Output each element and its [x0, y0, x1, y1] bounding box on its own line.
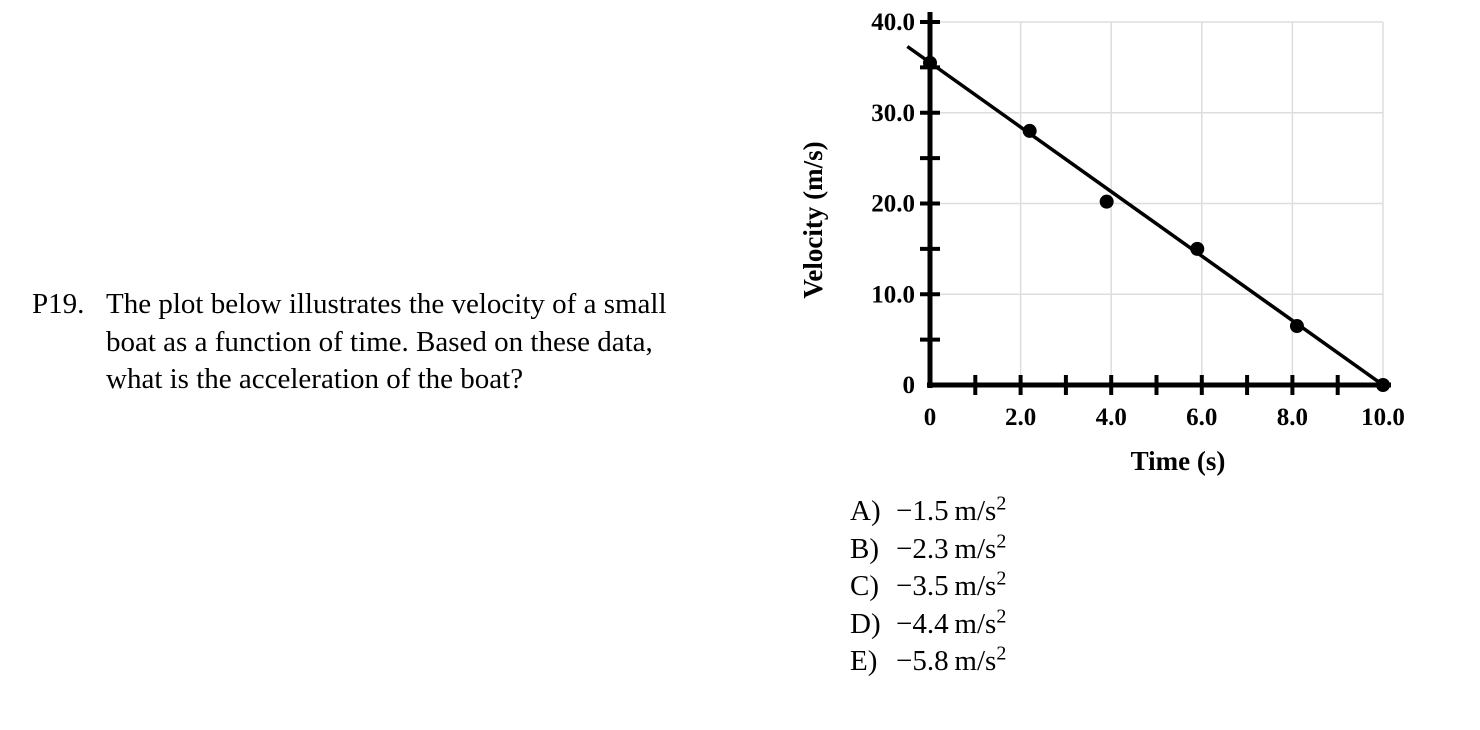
choice-letter: D) — [850, 607, 881, 640]
x-tick-label: 6.0 — [1186, 404, 1217, 431]
answer-choice: B) −2.3 m/s2 — [850, 531, 1006, 569]
data-point — [1022, 123, 1037, 138]
problem-text: The plot below illustrates the velocity … — [106, 288, 667, 395]
choice-unit: m/s — [954, 532, 997, 565]
best-fit-line-group — [906, 45, 1385, 387]
choice-unit-exponent: 2 — [996, 567, 1007, 590]
choice-unit-exponent: 2 — [996, 642, 1007, 665]
y-tick-label: 0 — [903, 372, 916, 399]
choice-value: −4.4 — [896, 607, 949, 640]
y-tick-label: 20.0 — [871, 191, 915, 218]
x-tick-label: 8.0 — [1277, 404, 1308, 431]
y-axis-label: Velocity (m/s) — [798, 141, 828, 298]
answer-choice: A) −1.5 m/s2 — [850, 493, 1006, 531]
data-point — [1099, 194, 1114, 209]
choice-letter: A) — [850, 495, 881, 527]
x-tick-label: 10.0 — [1361, 404, 1405, 431]
choice-value: −5.8 — [896, 645, 949, 677]
data-point — [1376, 378, 1390, 392]
problem-statement: P19. The plot below illustrates the velo… — [32, 286, 732, 399]
choice-value: −2.3 — [896, 532, 949, 565]
data-points — [923, 55, 1390, 392]
data-point — [923, 55, 937, 70]
chart-grid — [930, 21, 1384, 385]
y-tick-label: 30.0 — [871, 100, 915, 127]
choice-letter: C) — [850, 570, 879, 602]
data-point — [1190, 241, 1205, 256]
choice-unit-exponent: 2 — [996, 529, 1007, 552]
choice-value: −3.5 — [896, 570, 949, 602]
problem-number: P19. — [32, 288, 85, 320]
choice-unit-exponent: 2 — [996, 604, 1007, 627]
data-point — [1289, 319, 1304, 334]
best-fit-line — [906, 45, 1385, 387]
choice-value: −1.5 — [896, 495, 949, 527]
answer-choice: C) −3.5 m/s2 — [850, 568, 1006, 606]
y-tick-label: 10.0 — [871, 281, 915, 308]
choice-unit: m/s — [954, 645, 997, 677]
choice-unit: m/s — [954, 607, 997, 640]
x-tick-label: 2.0 — [1005, 404, 1036, 431]
y-tick-label: 40.0 — [871, 9, 915, 36]
answer-choice: D) −4.4 m/s2 — [850, 606, 1006, 644]
choice-letter: B) — [850, 532, 879, 565]
chart-axes — [927, 12, 1391, 388]
answer-choice: E) −5.8 m/s2 — [850, 643, 1006, 681]
choice-unit-exponent: 2 — [996, 492, 1007, 515]
x-tick-label: 0 — [924, 404, 937, 431]
chart-ticks: 0 2.0 4.0 6.0 8.0 10.0 0 10.0 20.0 30.0 40.0 — [871, 9, 1405, 431]
x-tick-label: 4.0 — [1096, 404, 1127, 431]
choice-unit: m/s — [954, 495, 997, 527]
x-axis-label: Time (s) — [1131, 446, 1226, 476]
choice-unit: m/s — [954, 570, 997, 602]
choice-letter: E) — [850, 645, 878, 677]
